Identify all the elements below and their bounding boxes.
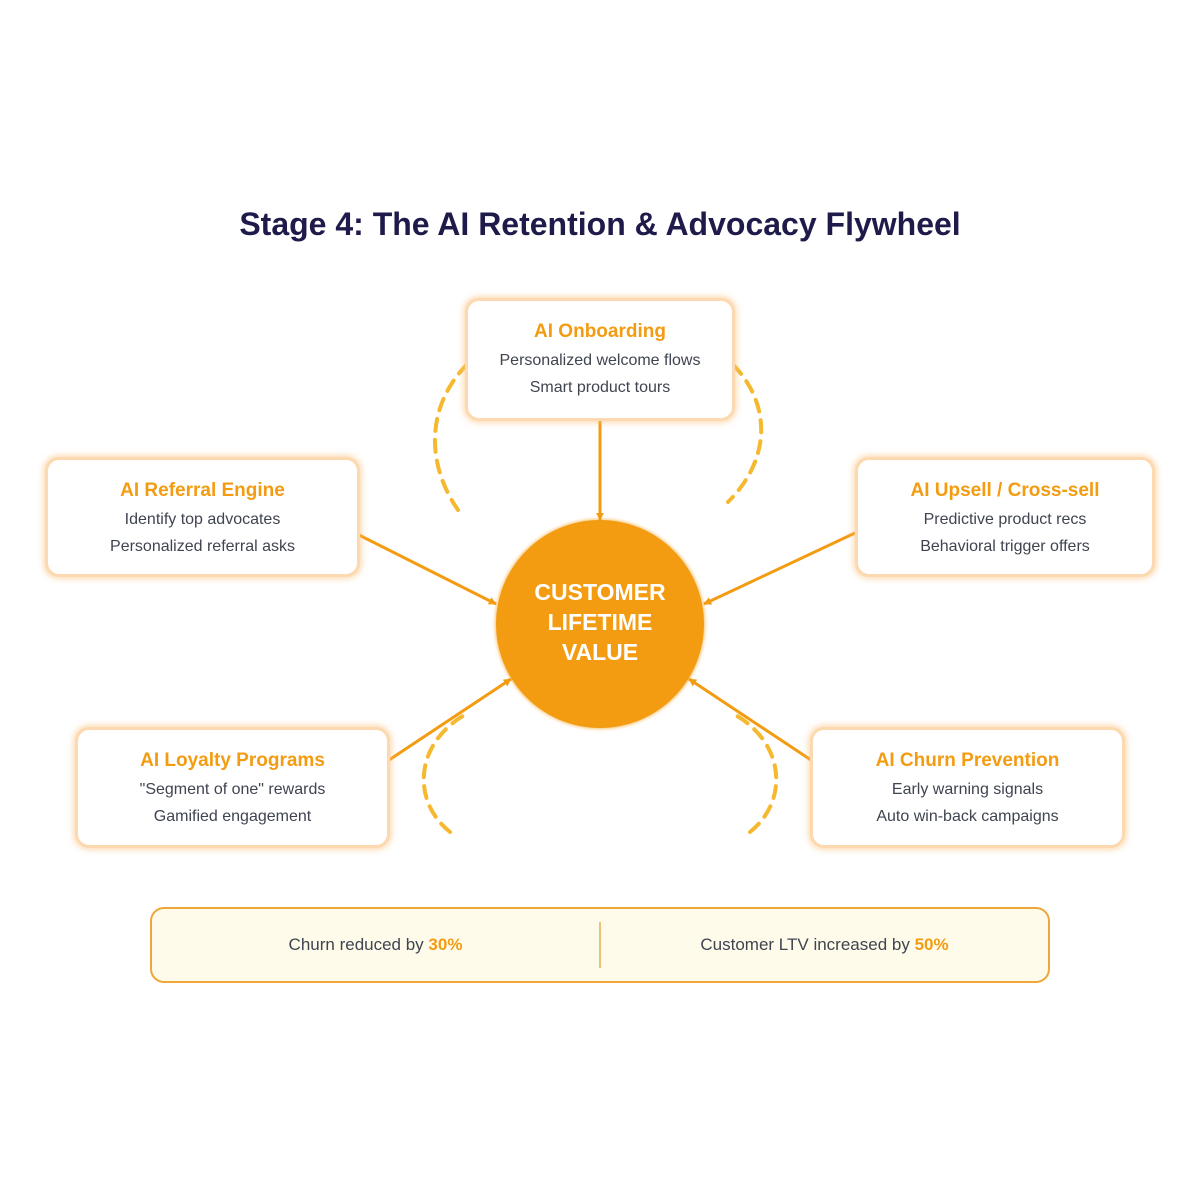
card-ai-churn-prevention: AI Churn Prevention Early warning signal…	[810, 727, 1125, 848]
card-title: AI Onboarding	[534, 321, 666, 342]
card-title: AI Churn Prevention	[875, 750, 1060, 771]
stat-ltv: Customer LTV increased by 50%	[601, 935, 1048, 955]
stat-churn: Churn reduced by 30%	[152, 935, 599, 955]
stats-divider	[599, 922, 601, 968]
hub-label: CUSTOMER LIFETIME VALUE	[515, 577, 685, 667]
arrow-churn-to-hub	[688, 677, 818, 766]
card-line: Auto win-back campaigns	[876, 808, 1059, 825]
hub-customer-lifetime-value: CUSTOMER LIFETIME VALUE	[496, 520, 704, 728]
card-line: Personalized welcome flows	[499, 352, 701, 369]
diagram-title: Stage 4: The AI Retention & Advocacy Fly…	[239, 206, 961, 242]
arrow-upsell-to-hub	[703, 531, 856, 606]
arrow-loyalty-to-hub	[382, 677, 512, 766]
card-line: Smart product tours	[529, 379, 671, 396]
card-ai-referral-engine: AI Referral Engine Identify top advocate…	[45, 457, 360, 577]
card-line: "Segment of one" rewards	[139, 781, 326, 798]
card-title: AI Referral Engine	[120, 480, 285, 501]
card-title: AI Upsell / Cross-sell	[910, 480, 1100, 501]
card-ai-onboarding: AI Onboarding Personalized welcome flows…	[465, 298, 735, 421]
dashed-arc-bottom-right	[728, 710, 779, 834]
dashed-arc-bottom-left	[421, 710, 472, 834]
card-line: Gamified engagement	[153, 808, 312, 825]
card-line: Identify top advocates	[124, 511, 281, 528]
card-line: Early warning signals	[891, 781, 1044, 798]
stats-footer: Churn reduced by 30% Customer LTV increa…	[150, 907, 1050, 983]
card-ai-loyalty-programs: AI Loyalty Programs "Segment of one" rew…	[75, 727, 390, 848]
stat-label: Customer LTV increased by	[700, 935, 910, 954]
card-ai-upsell-cross-sell: AI Upsell / Cross-sell Predictive produc…	[855, 457, 1155, 577]
stat-value: 30%	[428, 935, 463, 954]
card-line: Predictive product recs	[923, 511, 1087, 528]
card-title: AI Loyalty Programs	[140, 750, 325, 771]
arrow-referral-to-hub	[354, 531, 497, 606]
hub-line: LIFETIME	[547, 609, 653, 635]
stat-value: 50%	[914, 935, 949, 954]
hub-line: VALUE	[561, 639, 639, 665]
stat-label: Churn reduced by	[288, 935, 424, 954]
hub-line: CUSTOMER	[534, 579, 666, 605]
card-line: Behavioral trigger offers	[920, 538, 1090, 555]
card-line: Personalized referral asks	[110, 538, 295, 555]
